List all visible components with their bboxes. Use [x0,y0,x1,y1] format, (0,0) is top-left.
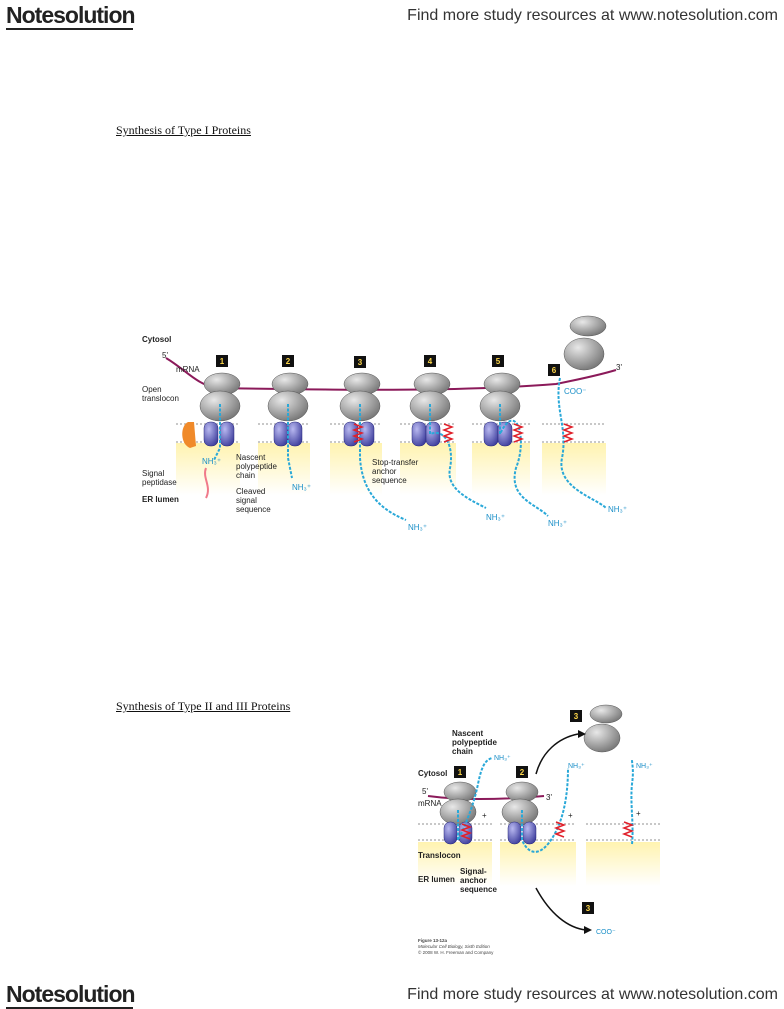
five-prime-label: 5' [422,787,428,796]
nh3-label: NH₃⁺ [636,763,653,770]
step-badges [216,355,560,376]
section-heading-type-i: Synthesis of Type I Proteins [116,123,251,137]
charge-label: + [568,811,573,820]
open-translocon-label: Open [142,385,162,394]
type-ii-iii-protein-synthesis-figure: 1 2 3 3 Nascent polypeptide chain Cytoso… [418,704,660,955]
figure-caption: Molecular Cell Biology, Sixth Edition [418,944,490,949]
cleaved-signal-label: Cleaved [236,487,265,496]
nascent-chain-label: polypeptide [452,738,497,747]
arrowhead [578,730,586,738]
signal-peptidase [182,422,196,448]
nh3-label: NH₃⁺ [494,755,511,762]
nh3-label: NH₃⁺ [292,483,311,492]
charge-label: + [482,811,487,820]
polypeptide-chains [213,377,607,521]
signal-anchor-sequences [459,821,635,840]
signal-anchor-label: anchor [460,876,487,885]
mrna-strand [165,357,617,391]
stop-transfer-label: Stop-transfer [372,458,419,467]
stop-transfer-label: sequence [372,476,407,485]
type-i-protein-synthesis-figure: 1 2 3 4 5 6 Cytosol 5' mRNA 3' Open tran… [142,315,627,532]
nascent-chain-label: Nascent [452,729,483,738]
step-label: 2 [520,768,525,777]
signal-peptidase-label: Signal [142,469,164,478]
nh3-label: NH₃⁺ [548,519,567,528]
cytosol-label: Cytosol [142,335,171,344]
coo-label: COO⁻ [596,929,616,936]
nascent-chain-label: Nascent [236,453,266,462]
step-badges [454,710,594,914]
mrna-label: mRNA [418,799,442,808]
translocon-label: Translocon [418,851,461,860]
nascent-chain-label: polypeptide [236,462,277,471]
nh3-label: NH₃⁺ [202,457,221,466]
section-heading-type-ii-iii: Synthesis of Type II and III Proteins [116,699,291,713]
three-prime-label: 3' [546,793,552,802]
notesolution-logo[interactable]: Notesolution [6,981,136,1009]
nascent-chain-label: chain [452,747,473,756]
stop-transfer-label: anchor [372,467,397,476]
step-label: 6 [552,366,557,375]
ribosomes [199,315,607,422]
cleaved-signal-label: sequence [236,505,271,514]
charge-label: + [636,809,641,818]
polypeptide-chains [457,757,634,853]
step-label: 1 [458,768,463,777]
step-label: 3 [574,712,579,721]
er-lumen-label: ER lumen [142,495,179,504]
ribosomes [439,704,623,826]
step-label: 1 [220,357,225,366]
nascent-chain-label: chain [236,471,255,480]
figure-caption: © 2008 W. H. Freeman and Company [418,949,494,955]
notesolution-logo[interactable]: Notesolution [6,2,136,30]
er-lumen-regions [418,842,660,886]
process-arrows [535,733,587,931]
nh3-label: NH₃⁺ [608,505,627,514]
stop-transfer-anchors [351,423,575,443]
cleaved-signal-label: signal [236,496,257,505]
step-label: 2 [286,357,291,366]
nh3-label: NH₃⁺ [486,513,505,522]
coo-label: COO⁻ [564,387,586,396]
er-lumen-regions [176,443,606,495]
step-label: 4 [428,357,433,366]
cleaved-signal-sequence [204,467,209,499]
study-resources-link[interactable]: Find more study resources at www.notesol… [407,7,778,24]
er-lumen-label: ER lumen [418,875,455,884]
arrowhead [584,926,592,934]
figure-caption: Figure 13-12a [418,938,448,943]
cytosol-label: Cytosol [418,769,447,778]
three-prime-label: 3' [616,363,622,372]
nh3-label: NH₃⁺ [408,523,427,532]
mrna-label: mRNA [176,365,200,374]
step-label: 5 [496,357,501,366]
signal-anchor-label: sequence [460,885,497,894]
five-prime-label: 5' [162,351,168,360]
signal-anchor-label: Signal- [460,867,487,876]
study-resources-link[interactable]: Find more study resources at www.notesol… [407,986,778,1003]
step-label: 3 [586,904,591,913]
open-translocon-label: translocon [142,394,179,403]
nh3-label: NH₃⁺ [568,763,585,770]
signal-peptidase-label: peptidase [142,478,177,487]
step-label: 3 [358,358,363,367]
er-membranes [176,423,606,443]
